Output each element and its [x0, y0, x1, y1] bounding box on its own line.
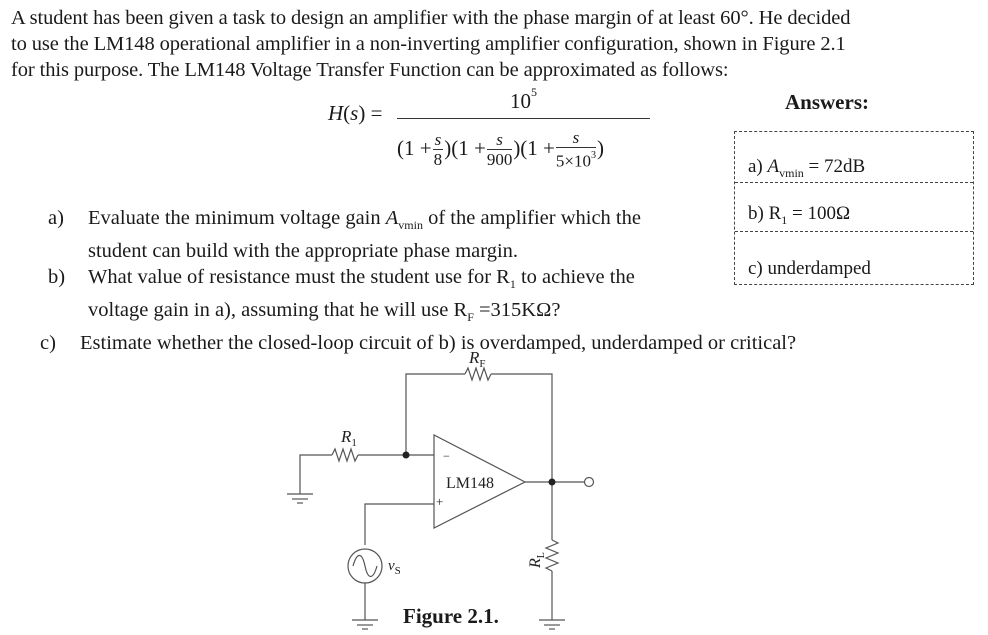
svg-text:R1: R1: [340, 427, 357, 449]
opamp-symbol: [433, 434, 527, 529]
plus-sign: +: [436, 494, 443, 509]
r1-resistor: [331, 447, 359, 463]
question-c: c) Estimate whether the closed-loop circ…: [40, 332, 797, 355]
answers-title: Answers:: [785, 90, 869, 114]
output-terminal: [583, 476, 595, 488]
question-b: b) What value of resistance must the stu…: [48, 266, 635, 325]
answer-c: c) underdamped: [748, 258, 871, 279]
answer-a: a) Avmin = 72dB: [735, 132, 973, 183]
intro-line-1: A student has been given a task to desig…: [11, 7, 851, 29]
rl-resistor: [544, 539, 560, 572]
svg-text:RF: RF: [468, 348, 486, 370]
answers-box: a) Avmin = 72dB b) R1 = 100Ω c) underdam…: [734, 131, 974, 285]
question-list: a) Evaluate the minimum voltage gain Avm…: [40, 205, 796, 356]
fraction-bar: [397, 118, 650, 119]
question-a: a) Evaluate the minimum voltage gain Avm…: [48, 207, 641, 263]
figure-caption: Figure 2.1.: [403, 604, 499, 628]
svg-text:vS: vS: [388, 558, 401, 577]
minus-sign: −: [443, 449, 450, 463]
intro-line-2: to use the LM148 operational amplifier i…: [11, 33, 846, 55]
intro-line-3: for this purpose. The LM148 Voltage Tran…: [11, 59, 729, 81]
formula-lhs: H(s) =: [328, 101, 383, 125]
answer-b: b) R1 = 100Ω: [735, 183, 973, 232]
formula-numerator: 105: [510, 85, 537, 113]
junction-node: [402, 451, 410, 459]
rf-resistor: [464, 366, 492, 382]
problem-intro: A student has been given a task to desig…: [11, 5, 981, 83]
junction-node: [548, 478, 556, 486]
opamp-label: LM148: [446, 475, 494, 492]
svg-text:RL: RL: [527, 552, 547, 569]
